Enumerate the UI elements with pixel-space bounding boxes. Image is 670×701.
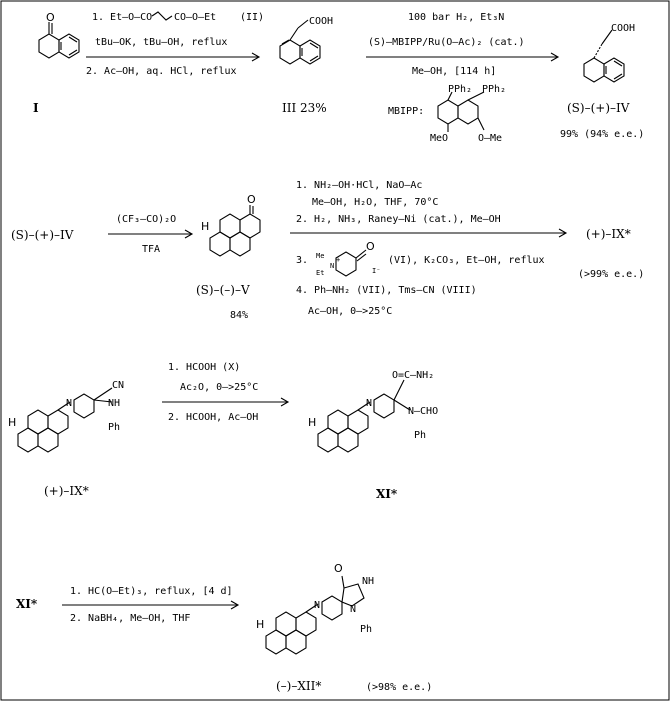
step5-line2: Ac₂O, 0–>25°C	[180, 382, 258, 393]
reagent-VI-plus: +	[336, 256, 340, 264]
compound-I-label: I	[33, 101, 39, 115]
step1-reagent1-ref: (II)	[240, 12, 264, 23]
ligand-pph2-b: PPh₂	[482, 84, 506, 95]
step3-start-label: (S)–(+)–IV	[11, 228, 74, 242]
compound-XII-label: (–)–XII*	[276, 679, 321, 693]
compound-XII-h: H	[256, 618, 264, 631]
compound-I: O I	[33, 11, 80, 115]
compound-XII-n-spiro: N	[350, 604, 356, 615]
step4-line2: Me–OH, H₂O, THF, 70°C	[312, 197, 438, 208]
compound-XI-n: N	[366, 398, 372, 409]
step1-reagent2: 2. Ac–OH, aq. HCl, reflux	[86, 66, 237, 77]
step4-conditions: 1. NH₂–OH·HCl, NaO–Ac Me–OH, H₂O, THF, 7…	[290, 180, 644, 317]
step3-reagent: (CF₃–CO)₂O	[116, 214, 176, 225]
step3-solvent: TFA	[142, 244, 160, 255]
compound-III-cooh: COOH	[309, 16, 333, 27]
compound-III-label: III 23%	[282, 101, 327, 115]
step5-line3: 2. HCOOH, Ac–OH	[168, 412, 258, 423]
compound-V: O H (S)–(–)–V 84%	[196, 193, 261, 321]
step1-reagent1b: CO–O–Et	[174, 12, 216, 23]
compound-XI-h: H	[308, 416, 316, 429]
compound-IX-h: H	[8, 416, 16, 429]
compound-IV-label: (S)–(+)–IV	[567, 101, 630, 115]
step1-reagent1: 1. Et–O–CO	[92, 12, 152, 23]
compound-XII-nh: NH	[362, 576, 374, 587]
step4-line4-num: 3.	[296, 255, 308, 266]
compound-IX-ee: (>99% e.e.)	[578, 269, 644, 280]
step1-conditions: 1. Et–O–CO CO–O–Et (II) tBu–OK, tBu–OH, …	[86, 11, 264, 77]
step6-line1: 1. HC(O–Et)₃, reflux, [4 d]	[70, 586, 233, 597]
compound-IX-label: (+)–IX*	[586, 227, 631, 241]
ligand-pph2-a: PPh₂	[448, 84, 472, 95]
step2-conditions: 100 bar H₂, Et₃N (S)–MBIPP/Ru(O–Ac)₂ (ca…	[366, 12, 560, 144]
compound-XI-ph: Ph	[414, 430, 426, 441]
reagent-VI-et: Et	[316, 269, 324, 277]
step4-line3: 2. H₂, NH₃, Raney–Ni (cat.), Me–OH	[296, 214, 501, 225]
compound-XII-ph: Ph	[360, 624, 372, 635]
reagent-VI-n: N	[330, 262, 334, 270]
ligand-ome-b: O–Me	[478, 133, 502, 144]
compound-IX-cn: CN	[112, 380, 124, 391]
compound-XI: N O=C–NH₂ N–CHO Ph H XI*	[308, 370, 438, 501]
compound-XII: O NH N Ph N H (–)–XII* (>98% e.e.)	[256, 562, 432, 693]
step2-conditions1: 100 bar H₂, Et₃N	[408, 12, 504, 23]
compound-V-oxygen: O	[247, 193, 256, 206]
step3: (S)–(+)–IV (CF₃–CO)₂O TFA	[11, 214, 194, 255]
compound-V-yield: 84%	[230, 310, 248, 321]
step2-conditions2: (S)–MBIPP/Ru(O–Ac)₂ (cat.)	[368, 37, 525, 48]
compound-V-h: H	[201, 220, 209, 233]
reagent-VI-oxygen: O	[366, 240, 375, 253]
compound-IX-row3-label: (+)–IX*	[44, 484, 89, 498]
compound-XI-label: XI*	[376, 487, 398, 501]
step5-conditions: 1. HCOOH (X) Ac₂O, 0–>25°C 2. HCOOH, Ac–…	[162, 362, 290, 423]
compound-XII-oxygen: O	[334, 562, 343, 575]
compound-XII-n: N	[314, 600, 320, 611]
compound-XI-conh2: O=C–NH₂	[392, 370, 434, 381]
compound-I-oxygen: O	[46, 11, 55, 24]
compound-V-label: (S)–(–)–V	[196, 283, 250, 297]
compound-XII-ee: (>98% e.e.)	[366, 682, 432, 693]
step4-line1: 1. NH₂–OH·HCl, NaO–Ac	[296, 180, 422, 191]
compound-IX-n: N	[66, 398, 72, 409]
reagent-VI-iodide: I⁻	[372, 267, 380, 275]
ligand-ome-a: MeO	[430, 133, 448, 144]
step4-line4: (VI), K₂CO₃, Et–OH, reflux	[388, 255, 545, 266]
step4-line5: 4. Ph–NH₂ (VII), Tms–CN (VIII)	[296, 285, 477, 296]
compound-IX: N CN NH Ph H (+)–IX*	[8, 380, 124, 498]
compound-IX-ph: Ph	[108, 422, 120, 433]
compound-IV: COOH (S)–(+)–IV 99% (94% e.e.)	[560, 23, 644, 140]
step6: XI* 1. HC(O–Et)₃, reflux, [4 d] 2. NaBH₄…	[16, 586, 240, 624]
step6-start-label: XI*	[16, 597, 38, 611]
compound-III: COOH III 23%	[279, 16, 333, 115]
ligand-name: MBIPP:	[388, 106, 424, 117]
step4-line6: Ac–OH, 0–>25°C	[308, 306, 392, 317]
step6-line2: 2. NaBH₄, Me–OH, THF	[70, 613, 190, 624]
compound-IX-nh: NH	[108, 398, 120, 409]
step5-line1: 1. HCOOH (X)	[168, 362, 240, 373]
step1-reagent1-line2: tBu–OK, tBu–OH, reflux	[95, 37, 227, 48]
compound-IV-cooh: COOH	[611, 23, 635, 34]
compound-IV-yield: 99% (94% e.e.)	[560, 129, 644, 140]
compound-XI-ncho: N–CHO	[408, 406, 438, 417]
step2-conditions3: Me–OH, [114 h]	[412, 66, 496, 77]
reagent-VI-me: Me	[316, 252, 324, 260]
